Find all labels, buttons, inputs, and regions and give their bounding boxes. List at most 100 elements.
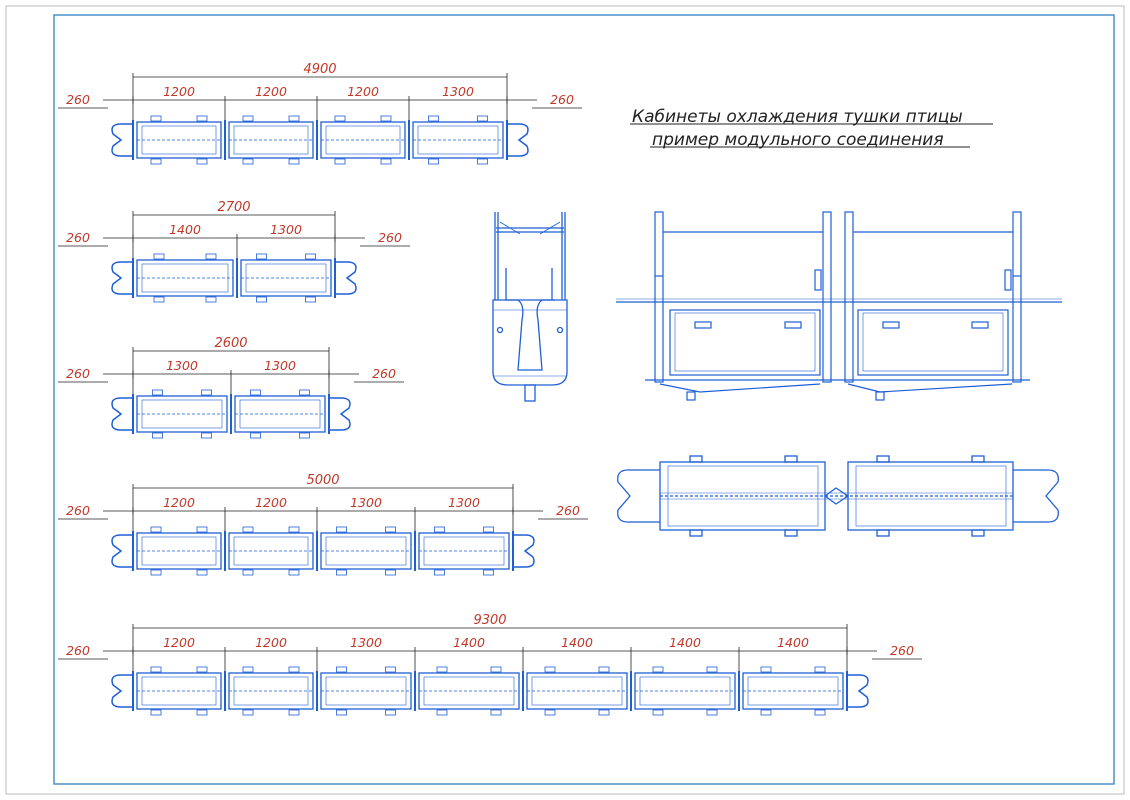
cabinet-bracket: [196, 115, 208, 122]
end-guide-right: [507, 123, 529, 157]
dimension-module-label: 1200: [347, 84, 379, 99]
cabinet-bracket: [652, 709, 664, 716]
cabinet-bracket: [814, 709, 826, 716]
dimension-end-right-label: 260: [378, 230, 402, 245]
cabinet-bracket: [250, 432, 261, 439]
end-guide-left: [111, 261, 133, 295]
cabinet-bracket: [483, 569, 494, 576]
cabinet-bracket: [428, 158, 439, 165]
end-guide-right: [513, 534, 535, 568]
cabinet-bracket: [150, 709, 162, 716]
front-view: [616, 211, 1062, 401]
cabinet-bracket: [196, 666, 208, 673]
cabinet-bracket: [299, 432, 310, 439]
cabinet-bracket: [334, 115, 346, 122]
cabinet-bracket: [385, 709, 396, 716]
cabinet-bracket: [814, 666, 826, 673]
cabinet-bracket: [385, 569, 396, 576]
dimension-module-label: 1200: [255, 495, 287, 510]
dimension-module-label: 1300: [264, 358, 296, 373]
cabinet-bracket: [544, 666, 556, 673]
cabinet-bracket: [490, 666, 502, 673]
cabinet-bracket: [544, 709, 556, 716]
cabinet-bracket: [201, 389, 212, 396]
dimension-module-label: 1400: [561, 635, 593, 650]
cabinet-bracket: [196, 569, 208, 576]
cabinet-bracket: [334, 158, 346, 165]
cabinet-bracket: [299, 389, 310, 396]
cabinet-bracket: [242, 115, 254, 122]
dimension-module-label: 1200: [163, 84, 195, 99]
dimension-end-left-label: 260: [66, 643, 90, 658]
end-guide-left: [111, 123, 133, 157]
cabinet-bracket: [428, 115, 439, 122]
dimension-module-label: 1400: [669, 635, 701, 650]
cabinet-bracket: [242, 709, 254, 716]
dimension-total-label: 5000: [306, 473, 339, 488]
dimension-end-right-label: 260: [372, 366, 396, 381]
cabinet-bracket: [288, 709, 300, 716]
end-guide-left: [111, 674, 133, 708]
cabinet-bracket: [380, 158, 392, 165]
cabinet-bracket: [288, 666, 300, 673]
end-guide-right: [335, 261, 357, 295]
drawing-frame: [53, 14, 1115, 785]
cabinet-bracket: [477, 115, 488, 122]
plan-view: [617, 455, 1059, 537]
title-line-2: пример модульного соединения: [652, 130, 944, 150]
cabinet-bracket: [153, 253, 165, 260]
cabinet-bracket: [150, 158, 162, 165]
cabinet-bracket: [288, 569, 300, 576]
dimension-module-label: 1400: [453, 635, 485, 650]
dimension-end-right-label: 260: [556, 503, 580, 518]
title-line-1: Кабинеты охлаждения тушки птицы: [632, 107, 963, 127]
end-guide-left: [111, 534, 133, 568]
cabinet-bracket: [288, 526, 300, 533]
cabinet-bracket: [150, 526, 162, 533]
dimension-module-label: 1400: [169, 222, 201, 237]
cabinet-bracket: [706, 666, 718, 673]
cabinet-bracket: [436, 666, 448, 673]
cabinet-bracket: [336, 709, 347, 716]
cabinet-bracket: [205, 296, 217, 303]
dimension-end-right-label: 260: [550, 92, 574, 107]
dimension-module-label: 1300: [270, 222, 302, 237]
cabinet-bracket: [256, 296, 267, 303]
dimension-module-label: 1200: [163, 495, 195, 510]
dimension-end-left-label: 260: [66, 230, 90, 245]
cabinet-bracket: [250, 389, 261, 396]
dimension-module-label: 1300: [166, 358, 198, 373]
dimension-module-label: 1200: [255, 635, 287, 650]
cabinet-bracket: [242, 666, 254, 673]
cabinet-bracket: [380, 115, 392, 122]
cabinet-bracket: [598, 666, 610, 673]
cabinet-bracket: [336, 569, 347, 576]
cabinet-bracket: [652, 666, 664, 673]
dimension-module-label: 1300: [442, 84, 474, 99]
end-guide-right: [847, 674, 869, 708]
cabinet-bracket: [598, 709, 610, 716]
cabinet-bracket: [477, 158, 488, 165]
cabinet-bracket: [336, 526, 347, 533]
cabinet-bracket: [385, 526, 396, 533]
dimension-end-left-label: 260: [66, 366, 90, 381]
end-guide-right: [329, 397, 351, 431]
dimension-total-label: 2700: [217, 200, 250, 215]
cabinet-bracket: [150, 569, 162, 576]
cabinet-bracket: [288, 115, 300, 122]
cabinet-bracket: [490, 709, 502, 716]
cabinet-bracket: [153, 296, 165, 303]
dimension-end-left-label: 260: [66, 503, 90, 518]
dimension-module-label: 1400: [777, 635, 809, 650]
cabinet-bracket: [706, 709, 718, 716]
dimension-total-label: 9300: [473, 613, 506, 628]
cabinet-bracket: [242, 526, 254, 533]
cabinet-bracket: [196, 709, 208, 716]
dimension-module-label: 1300: [350, 495, 382, 510]
cabinet-bracket: [434, 526, 445, 533]
dimension-total-label: 4900: [303, 62, 336, 77]
cabinet-bracket: [150, 666, 162, 673]
cabinet-bracket: [760, 666, 772, 673]
cabinet-bracket: [205, 253, 217, 260]
